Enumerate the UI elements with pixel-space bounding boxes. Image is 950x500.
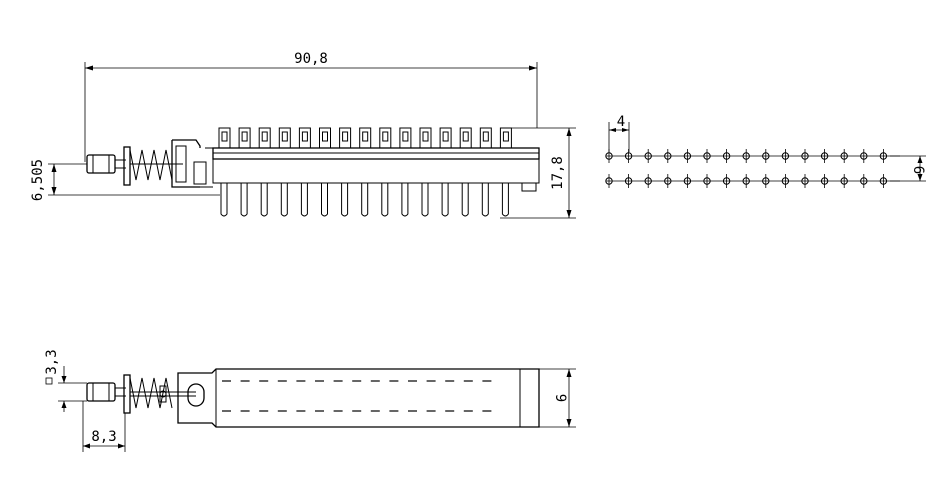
solder-pin	[381, 183, 389, 217]
contact-tab-window	[261, 131, 268, 142]
pin-pattern-view: 4 6	[605, 114, 926, 188]
actuator-width-label: 3,3	[44, 349, 60, 374]
top-body-outline	[177, 368, 540, 428]
latch	[193, 161, 207, 185]
actuator-length-label: 8,3	[91, 429, 116, 445]
dimension-actuator-width: 3,3	[44, 349, 87, 412]
solder-pin	[341, 183, 349, 217]
dimension-height: 17,8	[500, 127, 576, 219]
top-actuator	[86, 374, 196, 414]
contact-tab-window	[422, 131, 429, 142]
solder-pin	[441, 183, 449, 217]
solder-pin	[461, 183, 469, 217]
spring-housing	[171, 139, 201, 188]
contact-tab	[238, 127, 251, 149]
top-plunger-flange	[123, 374, 131, 414]
dimension-body-width: 9	[539, 368, 576, 428]
contact-tab-window	[362, 131, 369, 142]
contact-tab-window	[382, 131, 389, 142]
solder-pin	[260, 183, 268, 217]
contact-tab	[258, 127, 271, 149]
dimension-actuator-length: 8,3	[82, 401, 126, 452]
pin-holes	[605, 149, 888, 188]
top-contact-tabs	[218, 127, 512, 149]
solder-pin	[401, 183, 409, 217]
body-foot	[521, 182, 537, 192]
dimension-offset-height: 6,505	[30, 159, 220, 201]
contact-tab	[499, 127, 512, 149]
solder-pin	[361, 183, 369, 217]
contact-tab	[439, 127, 452, 149]
spring	[129, 149, 173, 181]
contact-tab-window	[221, 131, 228, 142]
contact-tab-window	[342, 131, 349, 142]
contact-tab	[379, 127, 392, 149]
main-body	[212, 158, 540, 184]
solder-pin	[240, 183, 248, 217]
contact-tab	[218, 127, 231, 149]
solder-pin	[300, 183, 308, 217]
plunger-flange	[123, 146, 131, 186]
side-view: 90,8	[30, 51, 576, 219]
contact-tab-window	[281, 131, 288, 142]
solder-pin	[321, 183, 328, 217]
contact-tab-window	[301, 131, 308, 142]
contact-dash-rows	[222, 380, 492, 412]
contact-tab-window	[482, 131, 489, 142]
row-spacing-label: 6	[910, 166, 926, 174]
contact-tab	[419, 127, 432, 149]
height-label: 17,8	[550, 156, 566, 190]
contact-tab	[359, 127, 372, 149]
actuator-assembly	[86, 139, 213, 188]
offset-height-label: 6,505	[30, 159, 46, 201]
solder-pin	[280, 183, 288, 217]
top-plunger-knob	[86, 382, 116, 402]
solder-pin	[421, 183, 429, 217]
contact-tab	[459, 127, 472, 149]
contact-tab-window	[402, 131, 409, 142]
contact-tab	[479, 127, 492, 149]
contact-tab	[278, 127, 291, 149]
contact-tab-window	[502, 131, 509, 142]
dimension-overall-length: 90,8	[84, 51, 538, 162]
contact-tab	[339, 127, 352, 149]
pin-pitch-label: 4	[617, 114, 625, 130]
dimension-row-spacing: 6	[890, 155, 926, 182]
contact-tab	[319, 127, 331, 149]
solder-pin	[220, 183, 228, 217]
top-spring	[129, 377, 173, 409]
contact-tab	[399, 127, 412, 149]
solder-pin	[481, 183, 489, 217]
contact-tab-window	[442, 131, 449, 142]
contact-tab-window	[241, 131, 248, 142]
contact-tab-window	[322, 131, 328, 142]
mounting-slot	[187, 383, 205, 407]
dimension-pin-pitch: 4	[608, 114, 630, 152]
contact-tab-window	[462, 131, 469, 142]
plunger-knob	[86, 154, 116, 174]
body-width-label: 9	[552, 394, 568, 402]
solder-pin	[501, 183, 509, 217]
overall-length-label: 90,8	[294, 51, 328, 67]
top-view: 3,3 8,3 9	[44, 349, 576, 452]
contact-tab	[298, 127, 311, 149]
bottom-pins	[220, 183, 509, 217]
